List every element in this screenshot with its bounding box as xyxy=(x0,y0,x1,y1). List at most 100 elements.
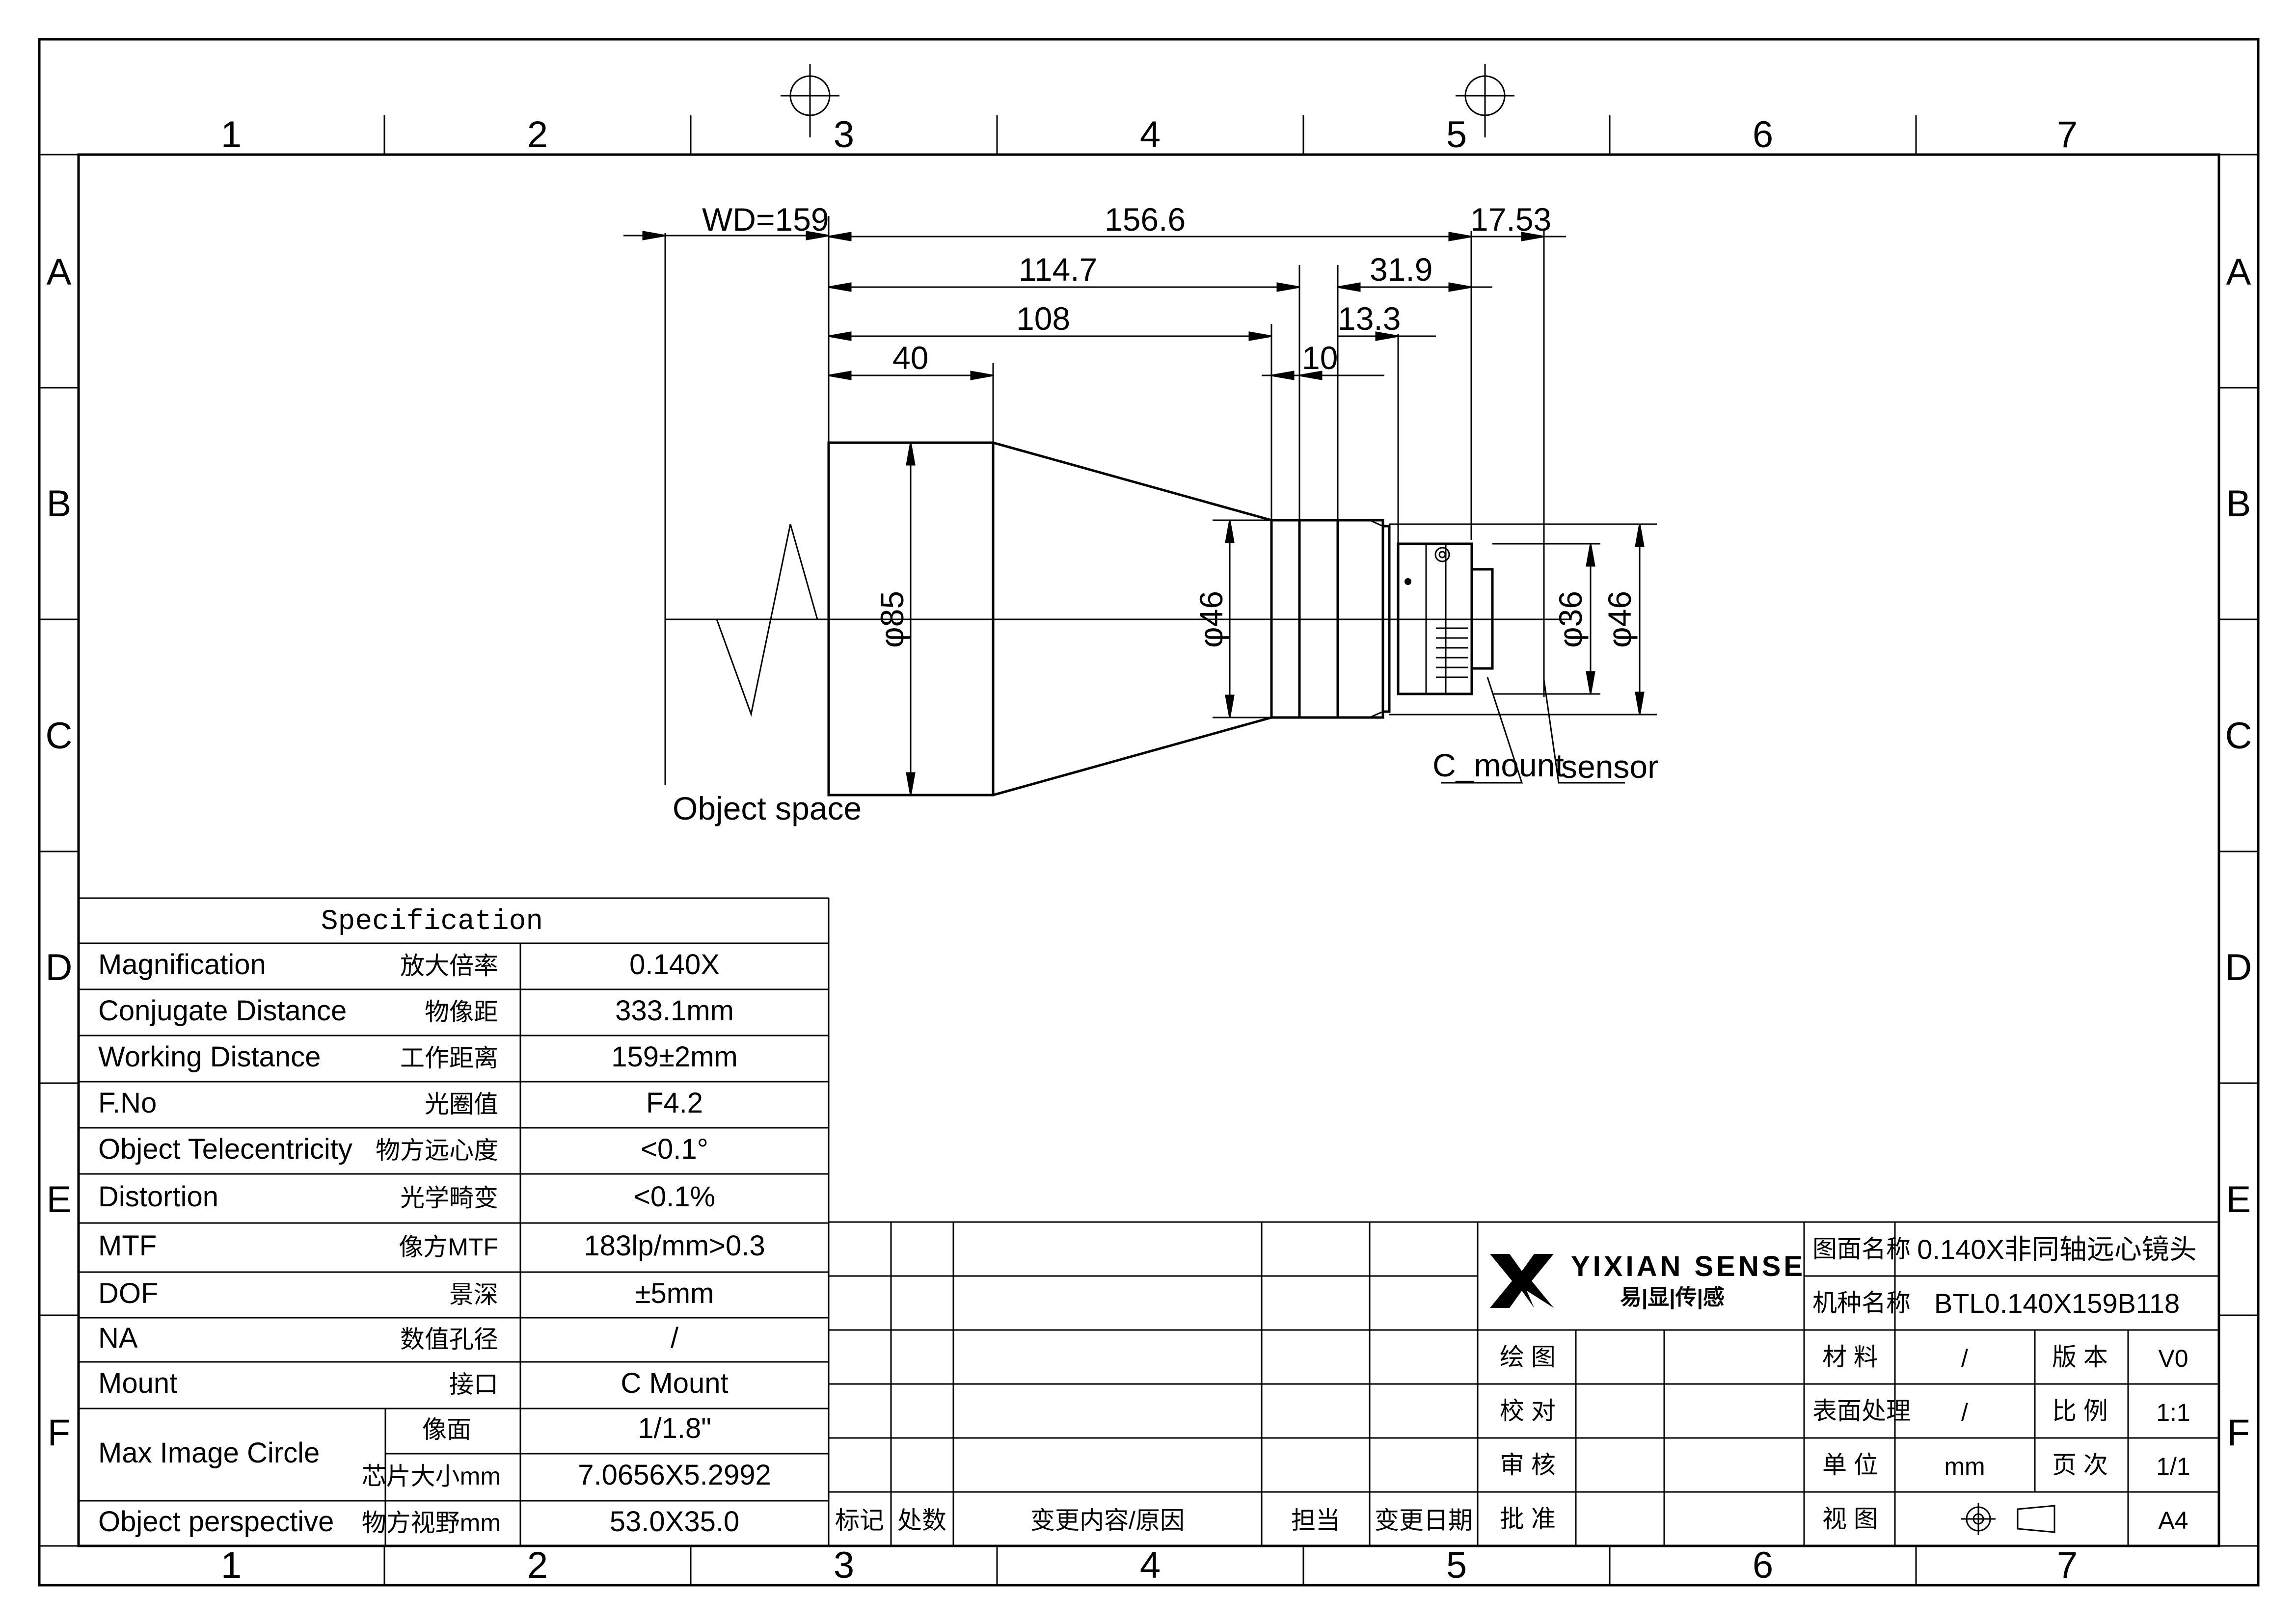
tb-surface: / xyxy=(1961,1399,1968,1426)
specification-table: Specification Magnification Conjugate Di… xyxy=(79,897,830,1546)
tb-page: 1/1 xyxy=(2156,1453,2190,1480)
spec-en: Object Telecentricity xyxy=(98,1133,352,1165)
label-object-space: Object space xyxy=(673,790,862,826)
spec-value: 333.1mm xyxy=(615,995,734,1027)
zone-row-left: A xyxy=(47,251,72,293)
spec-cn: 景深 xyxy=(449,1281,498,1308)
dim-10: 10 xyxy=(1302,340,1338,376)
zone-row-right: A xyxy=(2226,251,2251,293)
tb-version: V0 xyxy=(2158,1345,2188,1372)
spec-en: Working Distance xyxy=(98,1041,321,1073)
spec-en: Conjugate Distance xyxy=(98,995,347,1027)
tb-label: 绘 图 xyxy=(1500,1343,1556,1371)
dim-156-6: 156.6 xyxy=(1105,201,1186,238)
tb-label: 比 例 xyxy=(2052,1397,2108,1425)
spec-cn: 放大倍率 xyxy=(400,952,498,980)
dim-13-3: 13.3 xyxy=(1338,300,1401,337)
tb-label: 页 次 xyxy=(2052,1451,2108,1479)
zone-row-right: D xyxy=(2225,947,2252,988)
spec-en: NA xyxy=(98,1322,138,1354)
zone-row-left: D xyxy=(46,947,73,988)
zone-col-top: 2 xyxy=(527,114,548,156)
zone-col-top: 4 xyxy=(1140,114,1161,156)
tb-label: 表面处理 xyxy=(1812,1397,1911,1425)
spec-cn: 物方视野mm xyxy=(362,1509,501,1537)
tb-drawing-name: 0.140X非同轴远心镜头 xyxy=(1917,1234,2197,1265)
zone-col-top: 6 xyxy=(1753,114,1773,156)
spec-value: C Mount xyxy=(621,1367,728,1399)
dim-dia-46-rear: φ46 xyxy=(1601,591,1638,648)
rev-header: 变更日期 xyxy=(1375,1507,1473,1534)
spec-cn: 数值孔径 xyxy=(400,1326,498,1353)
spec-value: <0.1° xyxy=(641,1133,708,1165)
zone-col-bottom: 2 xyxy=(527,1544,548,1586)
spec-en: Distortion xyxy=(98,1181,218,1213)
zone-col-top: 1 xyxy=(221,114,242,156)
spec-cn: 工作距离 xyxy=(400,1044,498,1072)
spec-cn: 像方MTF xyxy=(399,1233,498,1261)
tb-scale: 1:1 xyxy=(2156,1399,2190,1426)
revision-table: 标记 处数 变更内容/原因 担当 变更日期 xyxy=(829,1221,1479,1546)
tb-label: 材 料 xyxy=(1822,1343,1878,1371)
tb-label: 单 位 xyxy=(1822,1451,1878,1479)
title-block: YIXIAN SENSE 易|显|传|感 图面名称 0.140X非同轴远心镜头 … xyxy=(1478,1221,2219,1546)
dim-dia-36: φ36 xyxy=(1552,591,1589,648)
dim-dia-46-mid: φ46 xyxy=(1193,591,1229,648)
tb-label: 机种名称 xyxy=(1812,1289,1911,1317)
zone-col-bottom: 6 xyxy=(1753,1544,1773,1586)
tb-label: 版 本 xyxy=(2052,1343,2108,1371)
dimension-text: WD=159 156.6 17.53 114.7 31.9 108 13.3 4… xyxy=(673,201,1658,826)
zone-row-right: C xyxy=(2225,715,2252,757)
spec-value: 0.140X xyxy=(629,949,720,981)
label-c-mount: C_mount xyxy=(1432,747,1564,783)
ring-3 xyxy=(1336,519,1384,719)
rev-header: 标记 xyxy=(835,1507,884,1534)
mount-thread xyxy=(1436,627,1468,678)
tb-size: A4 xyxy=(2158,1507,2188,1534)
spec-cn: 接口 xyxy=(449,1371,498,1398)
spec-en: Object perspective xyxy=(98,1506,334,1538)
zone-labels: 1 2 3 4 5 6 7 1 2 3 4 5 6 7 A B C D E F … xyxy=(46,114,2252,1586)
drawing-frame xyxy=(38,38,2260,1587)
zone-col-bottom: 1 xyxy=(221,1544,242,1586)
tb-label: 审 核 xyxy=(1500,1451,1556,1479)
tb-model: BTL0.140X159B118 xyxy=(1934,1288,2180,1319)
spec-value: 183lp/mm>0.3 xyxy=(584,1230,765,1262)
zone-row-left: F xyxy=(48,1412,70,1454)
zone-col-bottom: 4 xyxy=(1140,1544,1161,1586)
logo-cn: 易|显|传|感 xyxy=(1620,1285,1725,1310)
rev-header: 变更内容/原因 xyxy=(1030,1507,1185,1534)
spec-value: 53.0X35.0 xyxy=(610,1506,739,1538)
spec-value: / xyxy=(671,1322,679,1354)
rev-header: 担当 xyxy=(1291,1507,1340,1534)
spec-cn: 芯片大小mm xyxy=(362,1462,501,1490)
tb-label: 图面名称 xyxy=(1812,1235,1911,1263)
set-screw xyxy=(1434,547,1450,562)
zone-row-right: F xyxy=(2227,1412,2250,1454)
spec-title: Specification xyxy=(321,906,543,938)
logo-name: YIXIAN SENSE xyxy=(1571,1250,1806,1282)
zone-col-top: 7 xyxy=(2057,114,2078,156)
spec-cn: 物像距 xyxy=(425,998,498,1026)
company-logo: YIXIAN SENSE 易|显|传|感 xyxy=(1490,1250,1806,1310)
spec-value: ±5mm xyxy=(635,1277,714,1309)
label-sensor: sensor xyxy=(1561,748,1658,785)
object-break-line xyxy=(665,524,818,717)
dim-31-9: 31.9 xyxy=(1370,251,1432,288)
rear-thread xyxy=(1470,568,1494,670)
projection-symbol-icon xyxy=(1961,1503,2055,1535)
spec-en: Magnification xyxy=(98,949,266,981)
zone-row-left: B xyxy=(47,483,72,525)
spec-value: <0.1% xyxy=(634,1181,715,1213)
lens-outline xyxy=(664,231,1571,797)
tb-material: / xyxy=(1961,1345,1968,1372)
spec-value: 159±2mm xyxy=(611,1041,738,1073)
zone-row-left: C xyxy=(46,715,73,757)
spec-en: DOF xyxy=(98,1277,158,1309)
dim-dia-85: φ85 xyxy=(874,591,910,648)
dim-40: 40 xyxy=(892,340,928,376)
spec-value: 7.0656X5.2992 xyxy=(578,1459,771,1491)
tb-unit: mm xyxy=(1944,1453,1985,1480)
zone-row-right: B xyxy=(2226,483,2251,525)
